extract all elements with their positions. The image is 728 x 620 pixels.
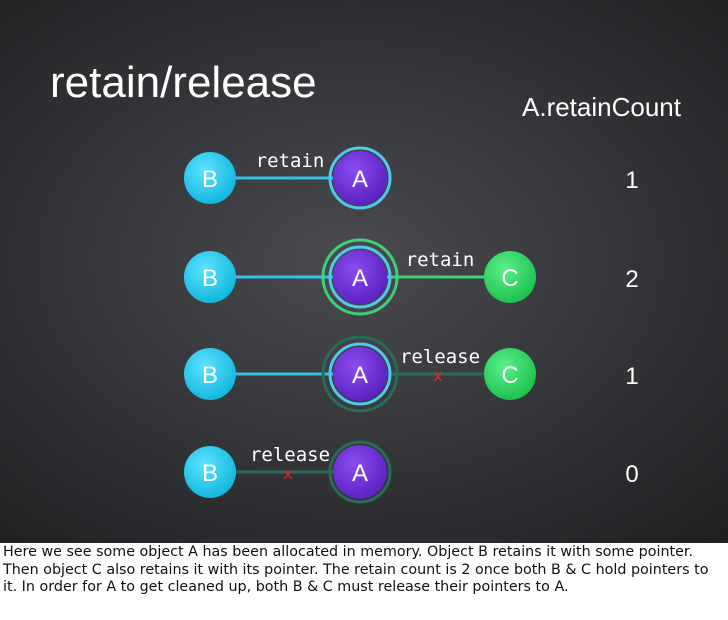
node-b <box>184 446 236 498</box>
node-b <box>184 348 236 400</box>
retain-count-value: 2 <box>625 266 638 293</box>
release-mark: x <box>283 464 292 483</box>
edge-label-retain: retain <box>256 150 325 172</box>
node-a-label: A <box>352 362 368 389</box>
node-a-ring <box>328 146 392 210</box>
node-b-label: B <box>202 265 218 292</box>
slide-title: retain/release <box>50 58 317 107</box>
edge-label-release: release <box>250 444 330 466</box>
edge-label-retain: retain <box>406 249 475 271</box>
retain-count-value: 1 <box>625 363 638 390</box>
node-c <box>484 251 536 303</box>
node-a-ring <box>328 245 392 309</box>
node-a-ring <box>328 440 392 504</box>
retain-count-value: 1 <box>625 167 638 194</box>
node-c-label: C <box>501 265 518 292</box>
node-a-label: A <box>352 460 368 487</box>
retain-count-header: A.retainCount <box>522 92 681 122</box>
node-a-label: A <box>352 166 368 193</box>
node-a-outer-ring <box>321 238 399 316</box>
node-a <box>333 445 387 499</box>
node-a <box>333 250 387 304</box>
node-a-label: A <box>352 265 368 292</box>
node-a <box>333 347 387 401</box>
node-a <box>333 151 387 205</box>
node-c-label: C <box>501 362 518 389</box>
node-c <box>484 348 536 400</box>
slide-caption: Here we see some object A has been alloc… <box>3 544 709 595</box>
node-b-label: B <box>202 460 218 487</box>
retain-count-value: 0 <box>625 461 638 488</box>
node-a-ring <box>328 342 392 406</box>
node-b-label: B <box>202 166 218 193</box>
edge-label-release: release <box>400 346 480 368</box>
node-b <box>184 251 236 303</box>
release-mark: x <box>433 366 442 385</box>
node-a-released-ring <box>321 335 399 413</box>
node-b <box>184 152 236 204</box>
node-b-label: B <box>202 362 218 389</box>
